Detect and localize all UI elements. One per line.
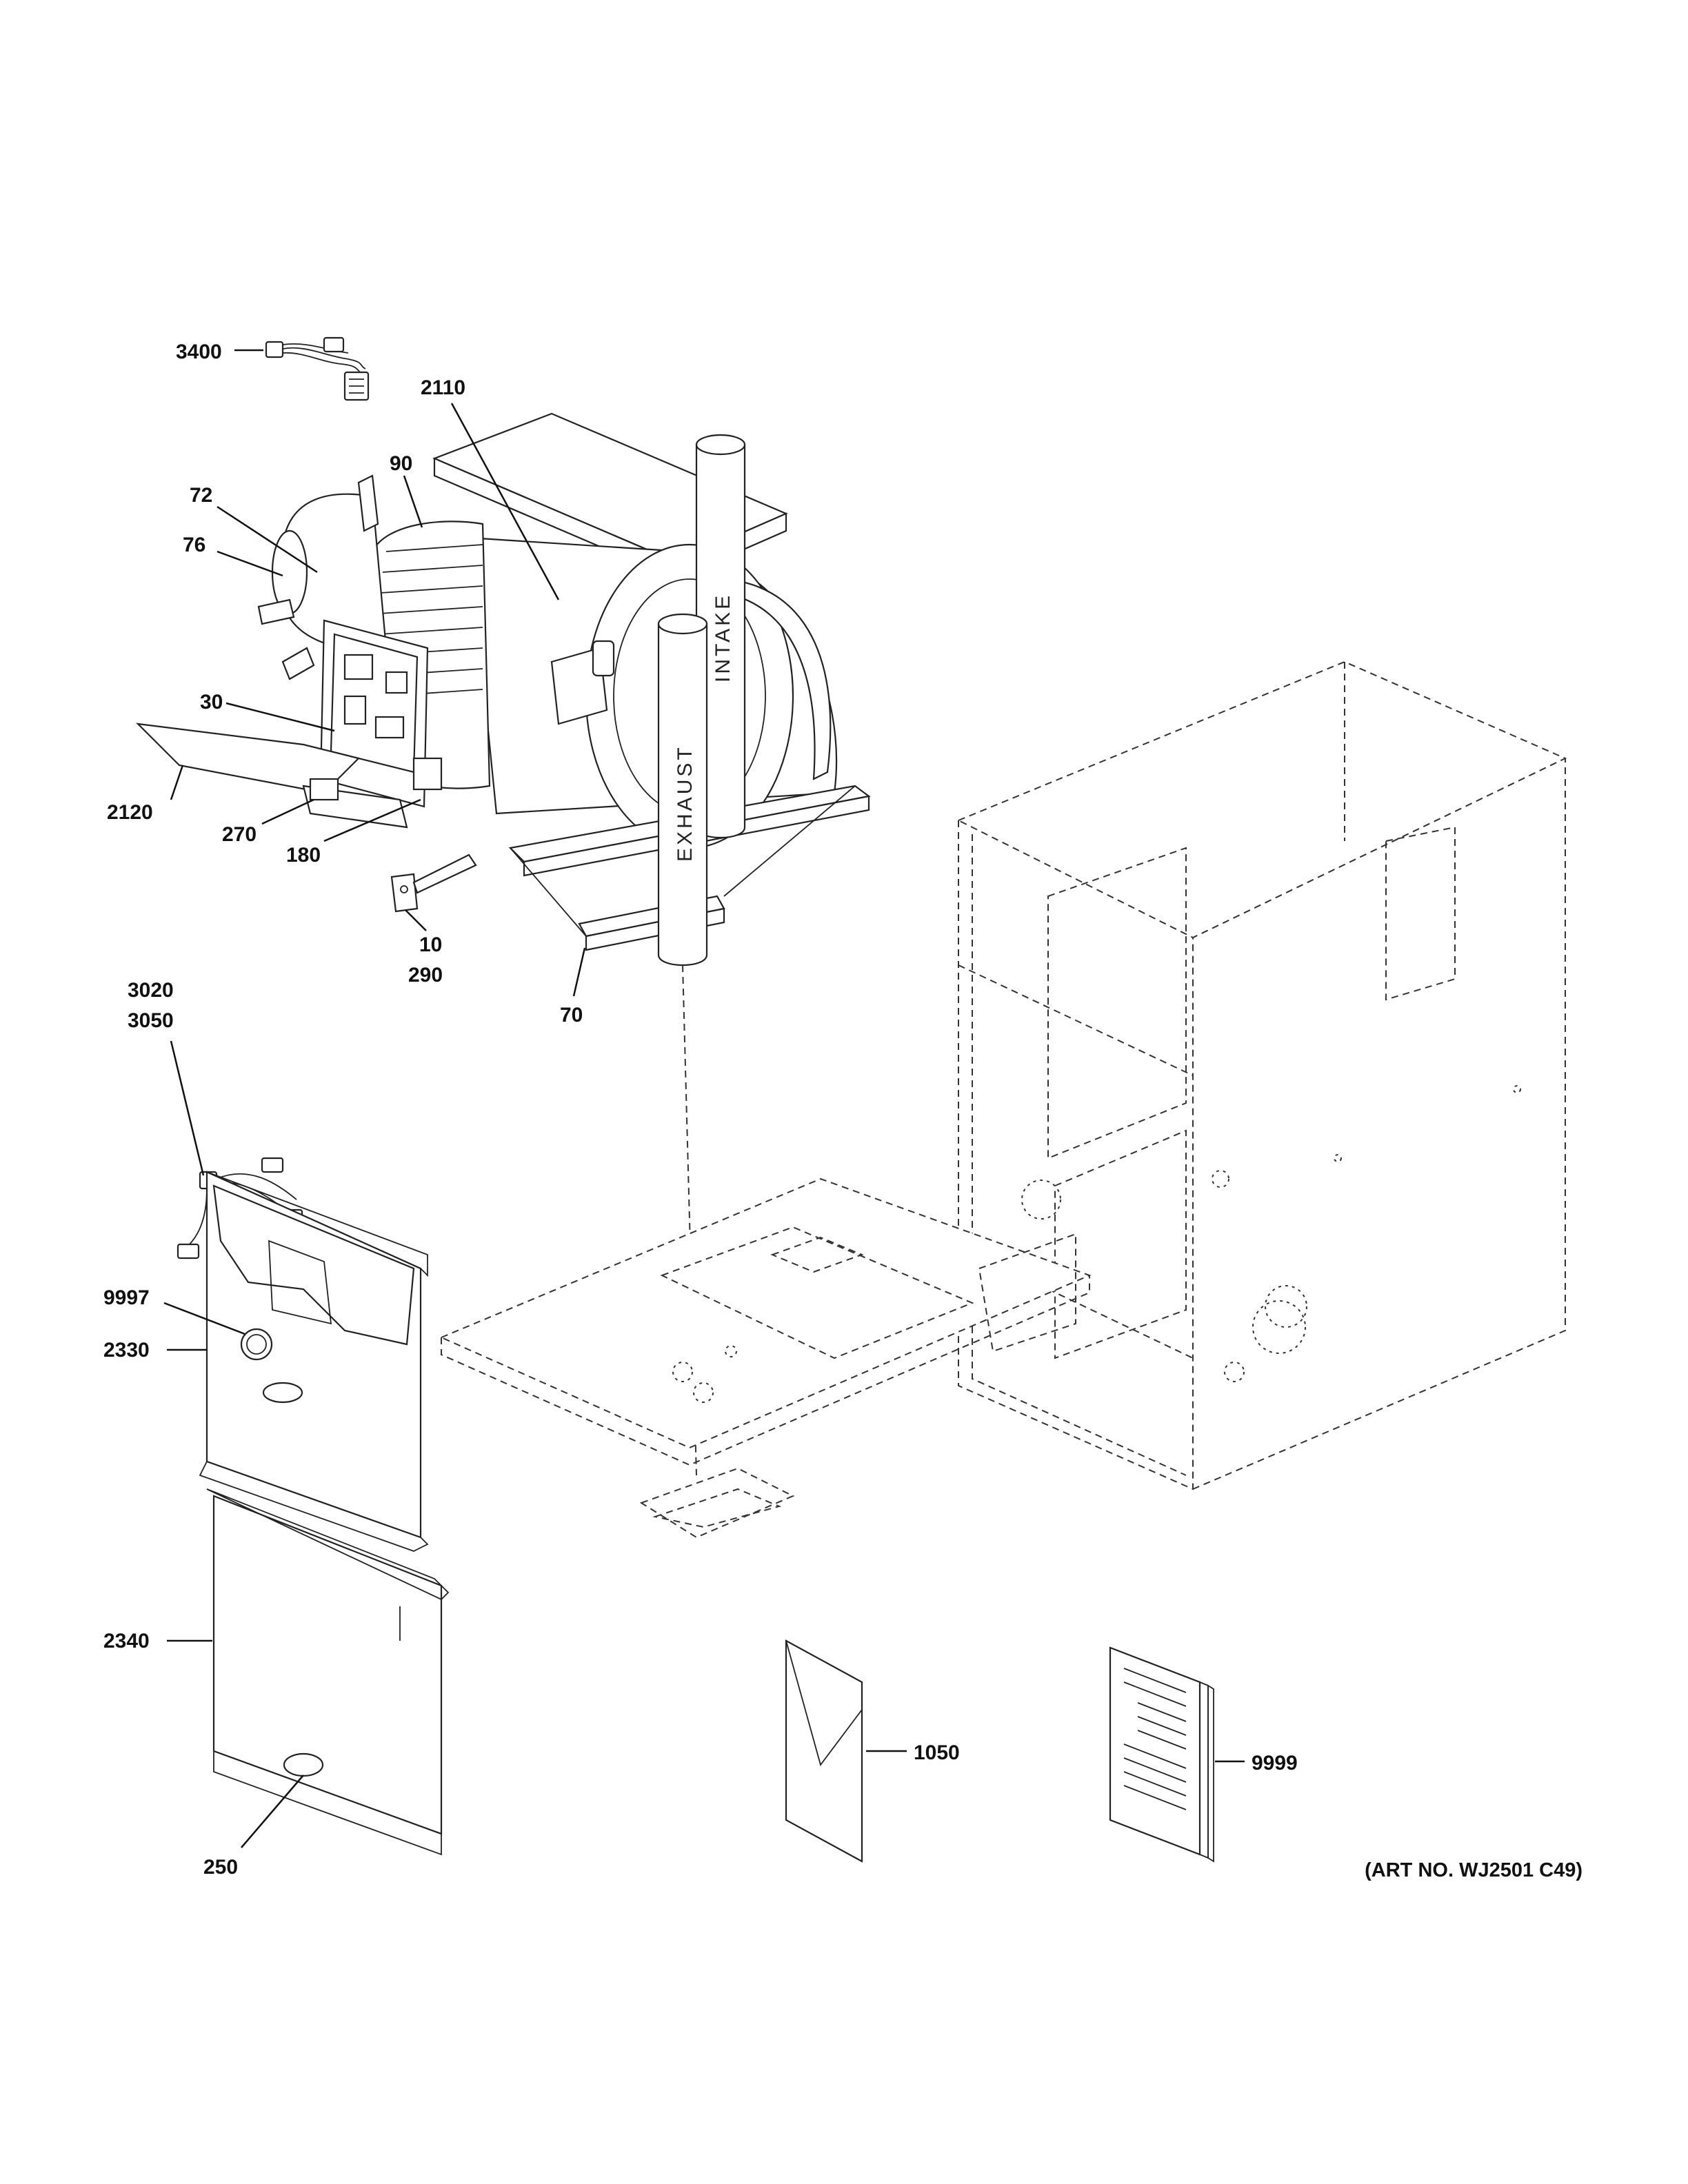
callout-labels: 3400 2110 90 72 76 30 2120 270 180 10 29… bbox=[103, 341, 1298, 1879]
leader-lines bbox=[163, 349, 1245, 1848]
callout-2110: 2110 bbox=[421, 376, 465, 399]
callout-72: 72 bbox=[190, 484, 212, 507]
callout-1050: 1050 bbox=[914, 1741, 960, 1764]
callout-70: 70 bbox=[560, 1004, 583, 1027]
intake-pipe[interactable]: INTAKE bbox=[695, 434, 746, 838]
callout-2340: 2340 bbox=[103, 1630, 150, 1652]
callout-76: 76 bbox=[183, 534, 205, 556]
callout-180: 180 bbox=[286, 844, 321, 867]
exhaust-pipe[interactable]: EXHAUST bbox=[657, 613, 708, 966]
callout-2330: 2330 bbox=[103, 1339, 150, 1362]
callout-3050: 3050 bbox=[128, 1009, 174, 1032]
callout-3400: 3400 bbox=[176, 341, 222, 363]
callout-270: 270 bbox=[222, 823, 257, 846]
owners-manual-9999[interactable] bbox=[1109, 1646, 1214, 1863]
callout-2120: 2120 bbox=[107, 801, 153, 824]
callout-9997: 9997 bbox=[103, 1286, 150, 1309]
exhaust-label: EXHAUST bbox=[674, 745, 696, 862]
wire-harness-3400[interactable] bbox=[265, 336, 370, 401]
literature-envelope-1050[interactable] bbox=[785, 1639, 863, 1863]
callout-90: 90 bbox=[390, 452, 412, 475]
callout-250: 250 bbox=[203, 1856, 238, 1879]
bracket-10-290[interactable] bbox=[390, 853, 477, 913]
callout-3020: 3020 bbox=[128, 979, 174, 1002]
cabinet-outline bbox=[956, 660, 1567, 1490]
callout-290: 290 bbox=[408, 964, 443, 987]
art-number: (ART NO. WJ2501 C49) bbox=[1365, 1859, 1582, 1881]
lower-door-2340[interactable] bbox=[206, 1488, 450, 1856]
callout-10: 10 bbox=[419, 933, 442, 956]
upper-door-2330[interactable] bbox=[199, 1171, 429, 1552]
callout-9999: 9999 bbox=[1252, 1752, 1298, 1775]
intake-label: INTAKE bbox=[712, 593, 734, 682]
base-plate-outline bbox=[439, 1177, 1092, 1539]
callout-30: 30 bbox=[200, 691, 223, 714]
